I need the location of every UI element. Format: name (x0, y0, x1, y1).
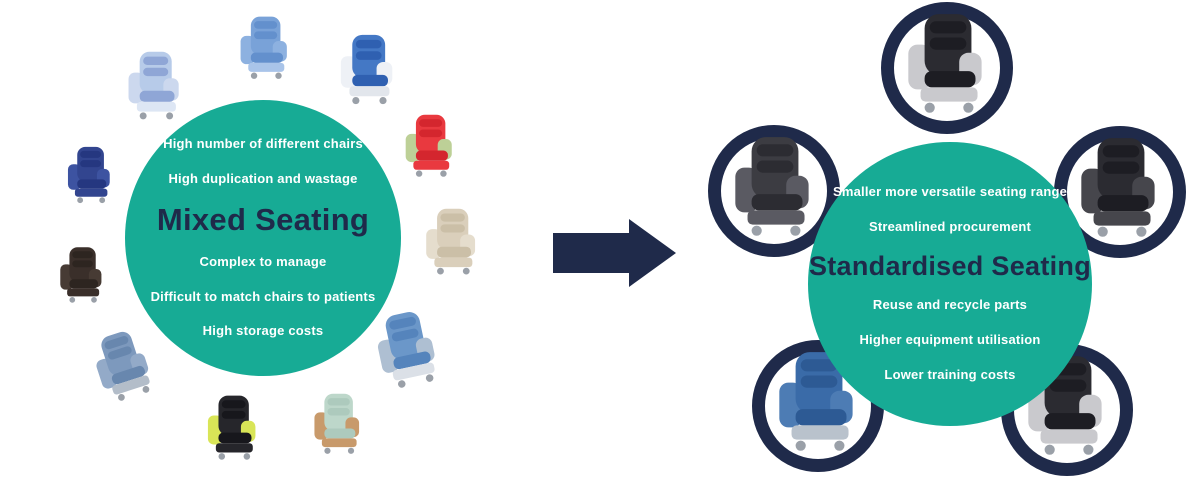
mixed-seating-point-2: High duplication and wastage (168, 170, 358, 186)
standardised-seating-point-2: Streamlined procurement (868, 218, 1032, 234)
chair-red-paediatric-chair (398, 112, 462, 184)
chair-blue-white-recliner-graphic (340, 34, 393, 105)
chair-dark-grey-recliner-graphic (735, 137, 809, 236)
standardised-seating-point-1: Smaller more versatile seating range (832, 183, 1068, 199)
standardised-seating-point-5: Lower training costs (884, 367, 1016, 383)
chair-navy-leather-recliner-graphic (67, 146, 110, 204)
chair-blue-porter-chair (225, 14, 305, 86)
chair-brown-bariatric-chair (44, 245, 120, 309)
chair-red-paediatric-chair-graphic (405, 114, 452, 177)
chair-navy-leather-recliner (61, 138, 119, 216)
mixed-seating-circle: High number of different chairs High dup… (125, 100, 401, 376)
chair-dark-grey-recliner (719, 133, 829, 247)
mixed-seating-point-4: Difficult to match chairs to patients (150, 288, 376, 304)
mixed-seating-point-1: High number of different chairs (163, 135, 363, 151)
chair-mint-wooden-armchair (307, 386, 369, 466)
chair-black-grey-care-chair-top-graphic (908, 14, 982, 113)
standardised-seating-circle: Smaller more versatile seating range Str… (808, 142, 1092, 426)
chair-blue-podiatry-chair-graphic (779, 352, 853, 451)
chair-black-lime-recliner (200, 388, 266, 472)
chair-blue-podiatry-chair (763, 348, 873, 462)
chair-cream-riser-recliner-graphic (426, 208, 476, 275)
mixed-seating-title: Mixed Seating (156, 202, 370, 238)
chair-mint-wooden-armchair-graphic (314, 393, 360, 454)
ring-upper-left (708, 125, 840, 257)
chair-brown-bariatric-chair-graphic (60, 247, 102, 303)
chair-blue-treatment-chair-graphic (377, 312, 435, 388)
standardised-seating-point-4: Higher equipment utilisation (859, 332, 1041, 348)
chair-blue-grey-tilt-wheelchair-graphic (96, 331, 150, 401)
chair-black-recliner (1065, 134, 1175, 248)
arrow-right-icon (553, 219, 676, 287)
chair-blue-grey-tilt-wheelchair (70, 318, 177, 417)
chair-cream-riser-recliner (417, 206, 487, 282)
chair-light-blue-riser-recliner-graphic (128, 51, 179, 120)
chair-black-lime-recliner-graphic (207, 395, 256, 460)
arrow-right-shape (553, 219, 676, 287)
standardised-seating-point-3: Reuse and recycle parts (872, 297, 1028, 313)
chair-light-blue-riser-recliner (119, 49, 191, 127)
ring-top (881, 2, 1013, 134)
mixed-seating-point-3: Complex to manage (199, 253, 327, 269)
chair-blue-white-recliner (331, 32, 405, 112)
chair-blue-porter-chair-graphic (240, 16, 287, 79)
chair-black-recliner-graphic (1081, 138, 1155, 237)
chair-black-grey-care-chair-top (892, 10, 1002, 124)
mixed-seating-point-5: High storage costs (202, 323, 324, 339)
standardised-seating-title: Standardised Seating (808, 250, 1092, 281)
chair-blue-treatment-chair (358, 302, 458, 402)
ring-lower-left (752, 340, 884, 472)
